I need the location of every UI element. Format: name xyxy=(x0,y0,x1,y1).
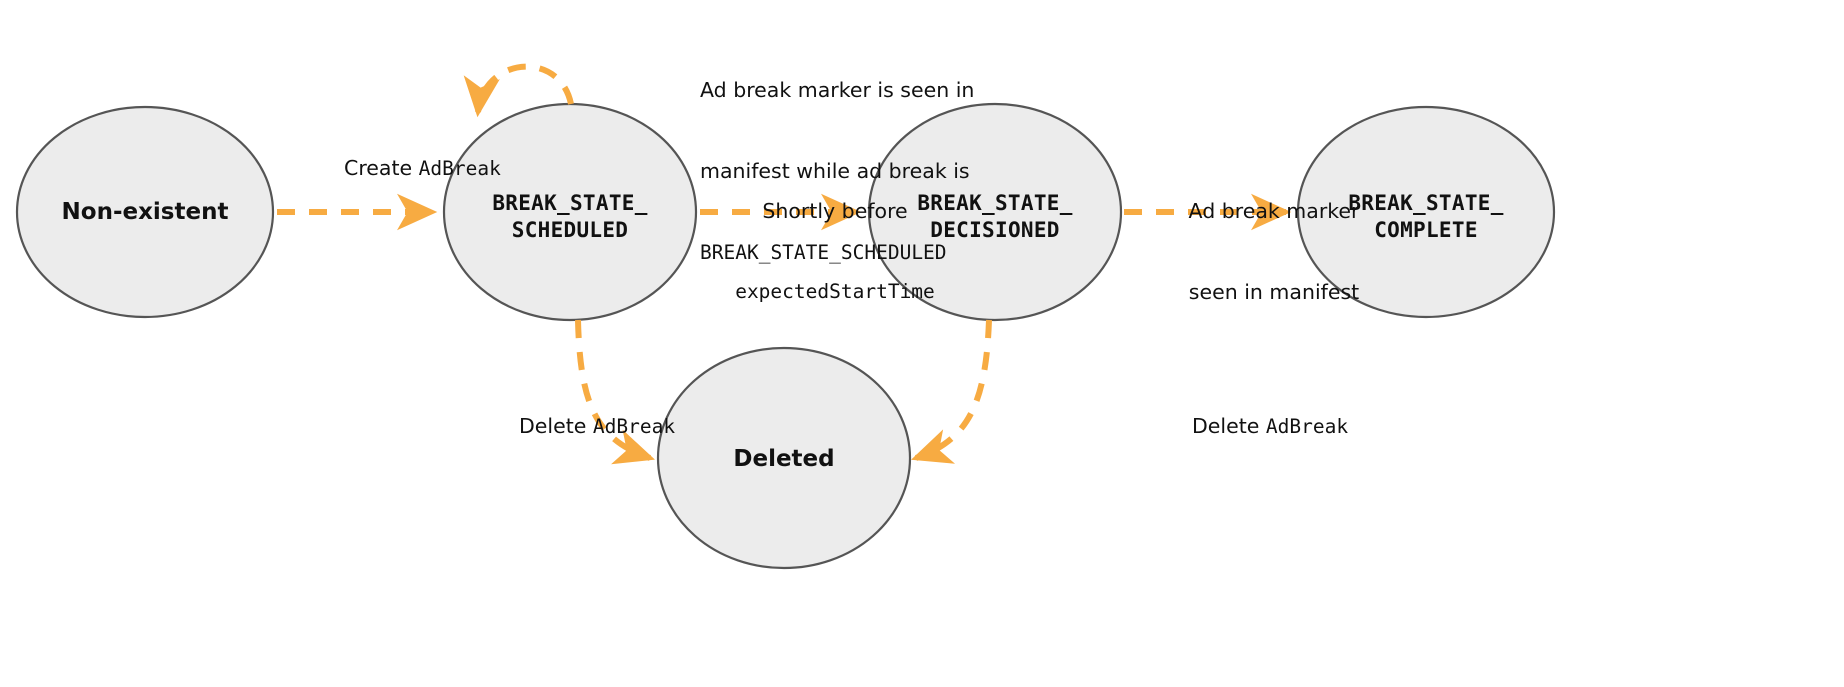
edge-label-text: Shortly before xyxy=(762,198,908,223)
node-break-state-complete[interactable] xyxy=(1296,105,1556,319)
node-break-state-scheduled[interactable] xyxy=(442,102,698,322)
edge-label-text: Create xyxy=(344,156,419,180)
edge-label-decisioned-to-complete: Ad break marker seen in manifest xyxy=(1174,143,1374,361)
edge-label-create-adbreak: Create AdBreak xyxy=(344,155,501,182)
edge-label-text: manifest while ad break is xyxy=(700,159,970,184)
edge-label-decisioned-to-deleted: Delete AdBreak xyxy=(1192,413,1348,440)
edge-self-loop-marker-scheduled xyxy=(463,63,574,118)
edge-label-text: Ad break marker is seen in xyxy=(700,77,975,102)
edge-label-self-loop-marker-scheduled: Ad break marker is seen in manifest whil… xyxy=(700,22,974,320)
edge-decisioned-to-deleted xyxy=(911,319,992,464)
node-non-existent[interactable] xyxy=(15,105,275,319)
edge-label-text: seen in manifest xyxy=(1188,280,1360,305)
edge-label-text: Delete xyxy=(519,414,593,438)
edge-label-text: Ad break marker xyxy=(1188,198,1360,223)
node-break-state-decisioned[interactable] xyxy=(867,102,1123,322)
edge-label-scheduled-to-deleted: Delete AdBreak xyxy=(519,413,675,440)
edge-label-code: AdBreak xyxy=(592,415,676,438)
edge-label-code: AdBreak xyxy=(1265,415,1349,438)
edge-label-text: Delete xyxy=(1192,414,1266,438)
edge-label-scheduled-to-decisioned: Shortly before expectedStartTime xyxy=(710,143,960,360)
node-deleted[interactable] xyxy=(656,346,912,570)
edge-label-code: AdBreak xyxy=(418,157,501,180)
edge-label-code: expectedStartTime xyxy=(735,280,935,304)
edge-label-code: BREAK_STATE_SCHEDULED xyxy=(700,241,947,264)
